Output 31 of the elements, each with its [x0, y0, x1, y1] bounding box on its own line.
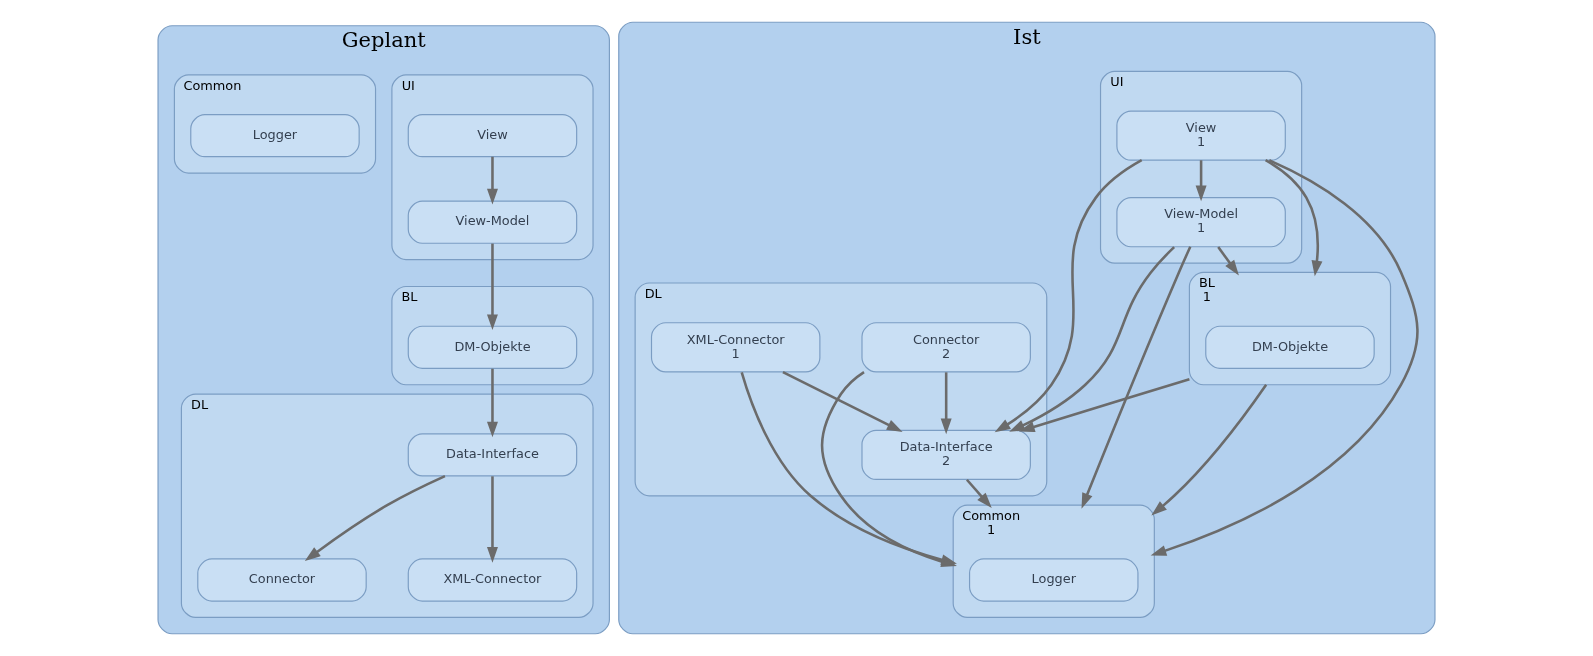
node-box: Logger — [968, 558, 1139, 602]
arrow — [1217, 246, 1239, 276]
arrow — [782, 370, 903, 432]
arrow — [486, 243, 498, 331]
arrow — [486, 156, 498, 205]
node-box: Connector 2 — [861, 322, 1031, 373]
arrow — [1151, 383, 1268, 516]
arrow — [994, 159, 1143, 433]
node-box: DM-Objekte — [407, 325, 578, 369]
node-box: XML-Connector — [407, 558, 578, 602]
node-box: View-Model — [407, 200, 578, 244]
arrow — [486, 476, 498, 563]
node-box: View-Model 1 — [1116, 197, 1286, 248]
node-box: Logger — [190, 114, 360, 158]
arrow — [1081, 246, 1192, 509]
arrow — [1195, 160, 1207, 202]
arrow — [486, 368, 498, 438]
node-box: View 1 — [1116, 110, 1286, 161]
node-box: DM-Objekte — [1205, 325, 1375, 369]
arrow — [304, 474, 446, 562]
node-box: XML-Connector 1 — [650, 322, 821, 373]
node-box: Data-Interface 2 — [861, 429, 1031, 480]
node-box: View — [407, 114, 578, 158]
arrow — [1009, 246, 1176, 432]
node-box: Data-Interface — [407, 433, 578, 477]
arrow — [1264, 159, 1323, 277]
node-box: Connector — [197, 558, 367, 602]
arrow — [1150, 159, 1419, 556]
arrow — [940, 372, 952, 435]
arrow — [965, 478, 992, 509]
arrow — [1018, 378, 1190, 433]
